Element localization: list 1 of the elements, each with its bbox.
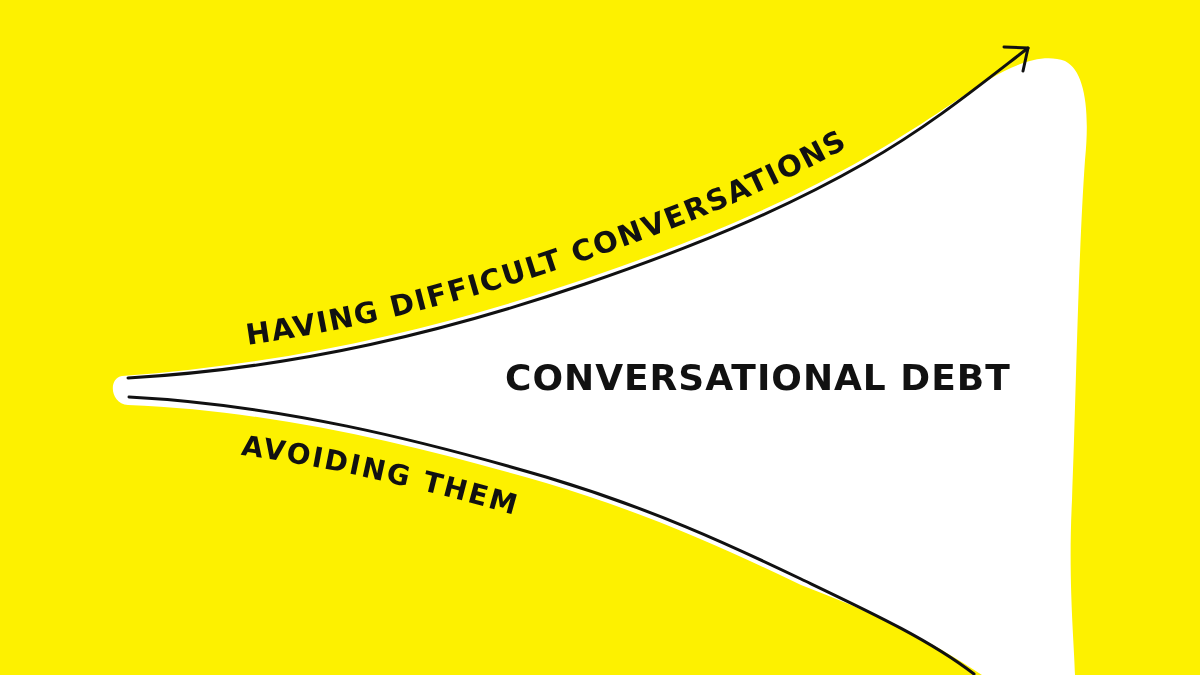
area-label: CONVERSATIONAL DEBT [505, 358, 1011, 398]
